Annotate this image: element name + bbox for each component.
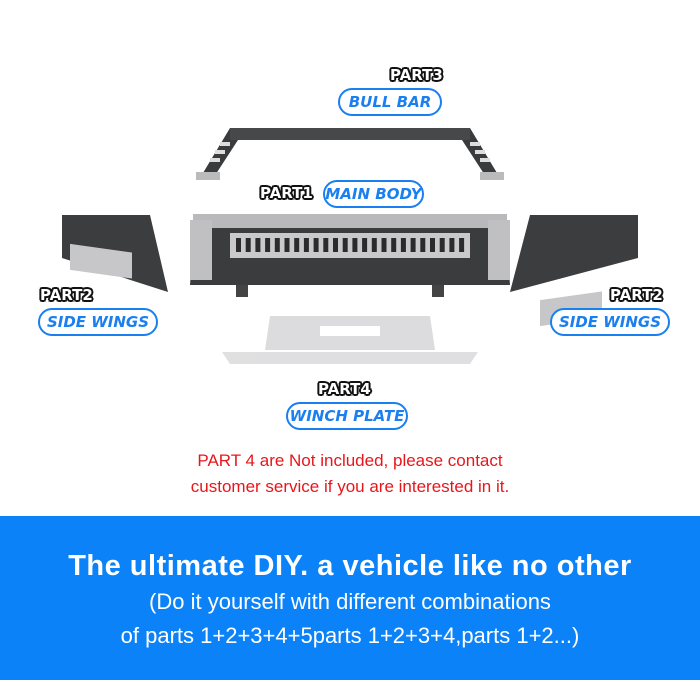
grille-slot [449, 238, 455, 252]
grille-slot [274, 238, 280, 252]
part1-tag: PART1 [260, 184, 313, 202]
grille-slot [430, 238, 435, 252]
grille-slot [400, 238, 406, 252]
part4-tag: PART4 [318, 380, 371, 398]
note-line-1: PART 4 are Not included, please contact [197, 451, 503, 470]
part2-right-tag: PART2 [610, 286, 663, 304]
grille-slot [420, 238, 426, 252]
grille-slot [352, 238, 358, 252]
grille-slot [371, 238, 377, 252]
grille-slot [459, 238, 465, 252]
winch-plate-label: WINCH PLATE [286, 402, 408, 430]
side-wings-right-label: SIDE WINGS [550, 308, 670, 336]
grille-slot [362, 238, 368, 252]
part2-left-tag: PART2 [40, 286, 93, 304]
note-line-2: customer service if you are interested i… [190, 477, 510, 496]
grille-slot [265, 238, 271, 252]
part3-tag: PART3 [390, 66, 443, 84]
bull-bar-label: BULL BAR [338, 88, 442, 116]
side-wing-left-image [62, 215, 168, 292]
grille-slot [381, 238, 387, 252]
grille-slot [313, 238, 319, 252]
diy-banner: The ultimate DIY. a vehicle like no othe… [0, 516, 700, 680]
grille-slot [342, 238, 348, 252]
winch-plate-image [222, 316, 478, 364]
grille-slot [236, 238, 241, 252]
grille-slot [245, 238, 251, 252]
grille-slot [255, 238, 261, 252]
grille-slot [333, 238, 338, 252]
bull-bar-image [196, 128, 504, 180]
banner-headline: The ultimate DIY. a vehicle like no othe… [68, 550, 632, 582]
banner-subtext-1: (Do it yourself with different combinati… [149, 589, 551, 614]
banner-subtext-2: of parts 1+2+3+4+5parts 1+2+3+4,parts 1+… [120, 623, 580, 648]
main-body-label: MAIN BODY [323, 180, 424, 208]
grille-slot [323, 238, 329, 252]
grille-slot [284, 238, 290, 252]
grille-slot [410, 238, 416, 252]
main-body-image [190, 214, 510, 297]
grille-slot [303, 238, 309, 252]
grille-slot [294, 238, 300, 252]
grille-slot [439, 238, 445, 252]
grille-slot [391, 238, 397, 252]
side-wings-left-label: SIDE WINGS [38, 308, 158, 336]
